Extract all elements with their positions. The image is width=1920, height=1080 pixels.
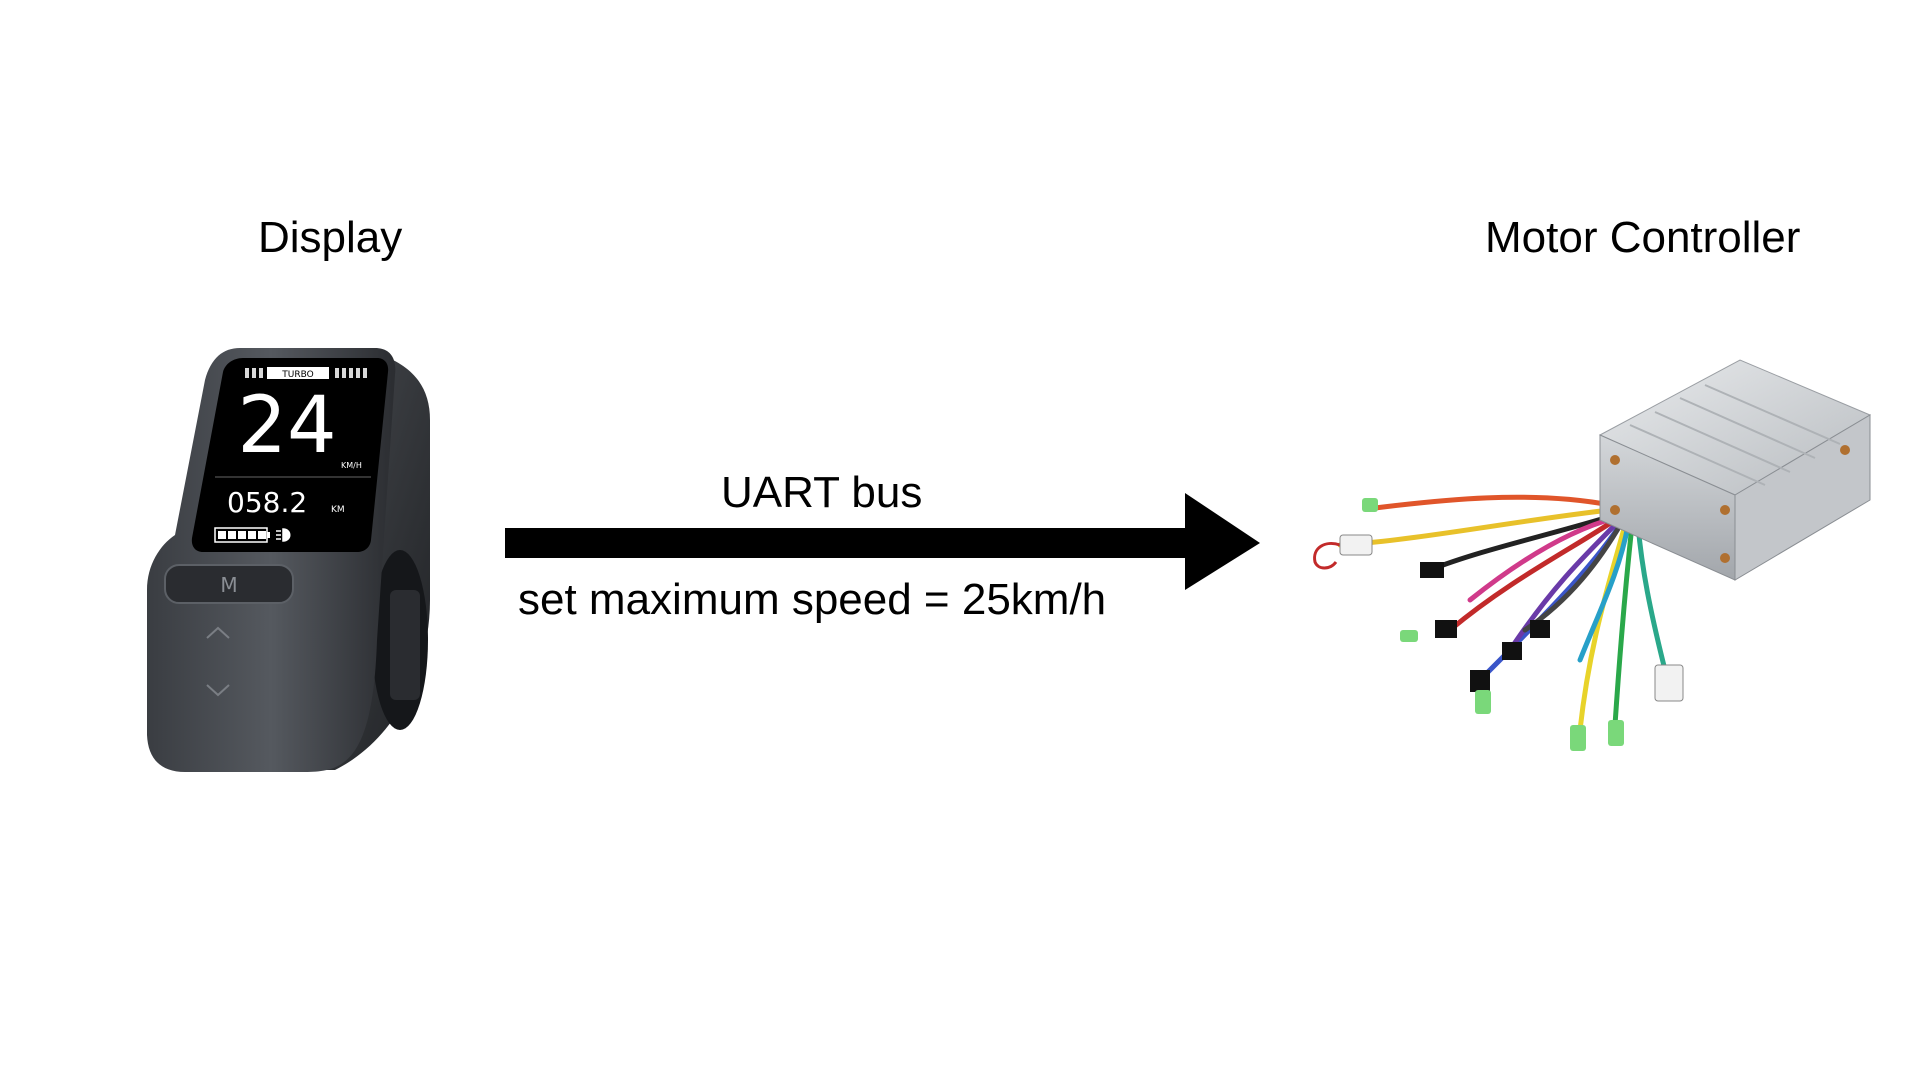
speed-readout: 24: [237, 381, 336, 471]
heatsink-fins: [1629, 384, 1841, 486]
wire-bundle: [1337, 494, 1668, 733]
down-arrow-icon: [206, 684, 230, 697]
brand-text: TURBO: [281, 370, 313, 380]
battery-cell: [258, 531, 266, 539]
battery-indicator: [214, 527, 270, 543]
wire-connectors: [1339, 498, 1684, 751]
mode-button-label: M: [220, 573, 237, 597]
battery-cell: [228, 531, 236, 539]
motor-controller-image: [1313, 359, 1872, 751]
battery-cell: [238, 531, 246, 539]
battery-cell: [248, 531, 256, 539]
up-arrow-icon: [206, 626, 230, 639]
odometer-unit: KM: [331, 505, 345, 515]
motor-controller-title: Motor Controller: [1485, 213, 1801, 262]
command-label: set maximum speed = 25km/h: [518, 575, 1107, 624]
odometer-readout: 058.2: [227, 486, 307, 519]
uart-arrow: [505, 493, 1260, 590]
display-title: Display: [258, 213, 403, 262]
mode-button: [164, 564, 294, 604]
bus-label: UART bus: [721, 468, 923, 517]
arrow-shaft: [505, 528, 1185, 558]
display-device-image: TURBO 24 KM/H 058.2 KM M: [147, 348, 430, 772]
mounting-screws: [1610, 445, 1850, 563]
controller-side: [1734, 414, 1871, 581]
screen-top-bars: [245, 368, 367, 378]
battery-cell: [218, 531, 226, 539]
brand-badge: [267, 367, 329, 379]
arrow-head: [1185, 493, 1260, 590]
headlight-icon: [276, 528, 291, 542]
lcd-screen: [191, 358, 389, 552]
speed-unit: KM/H: [341, 461, 362, 470]
